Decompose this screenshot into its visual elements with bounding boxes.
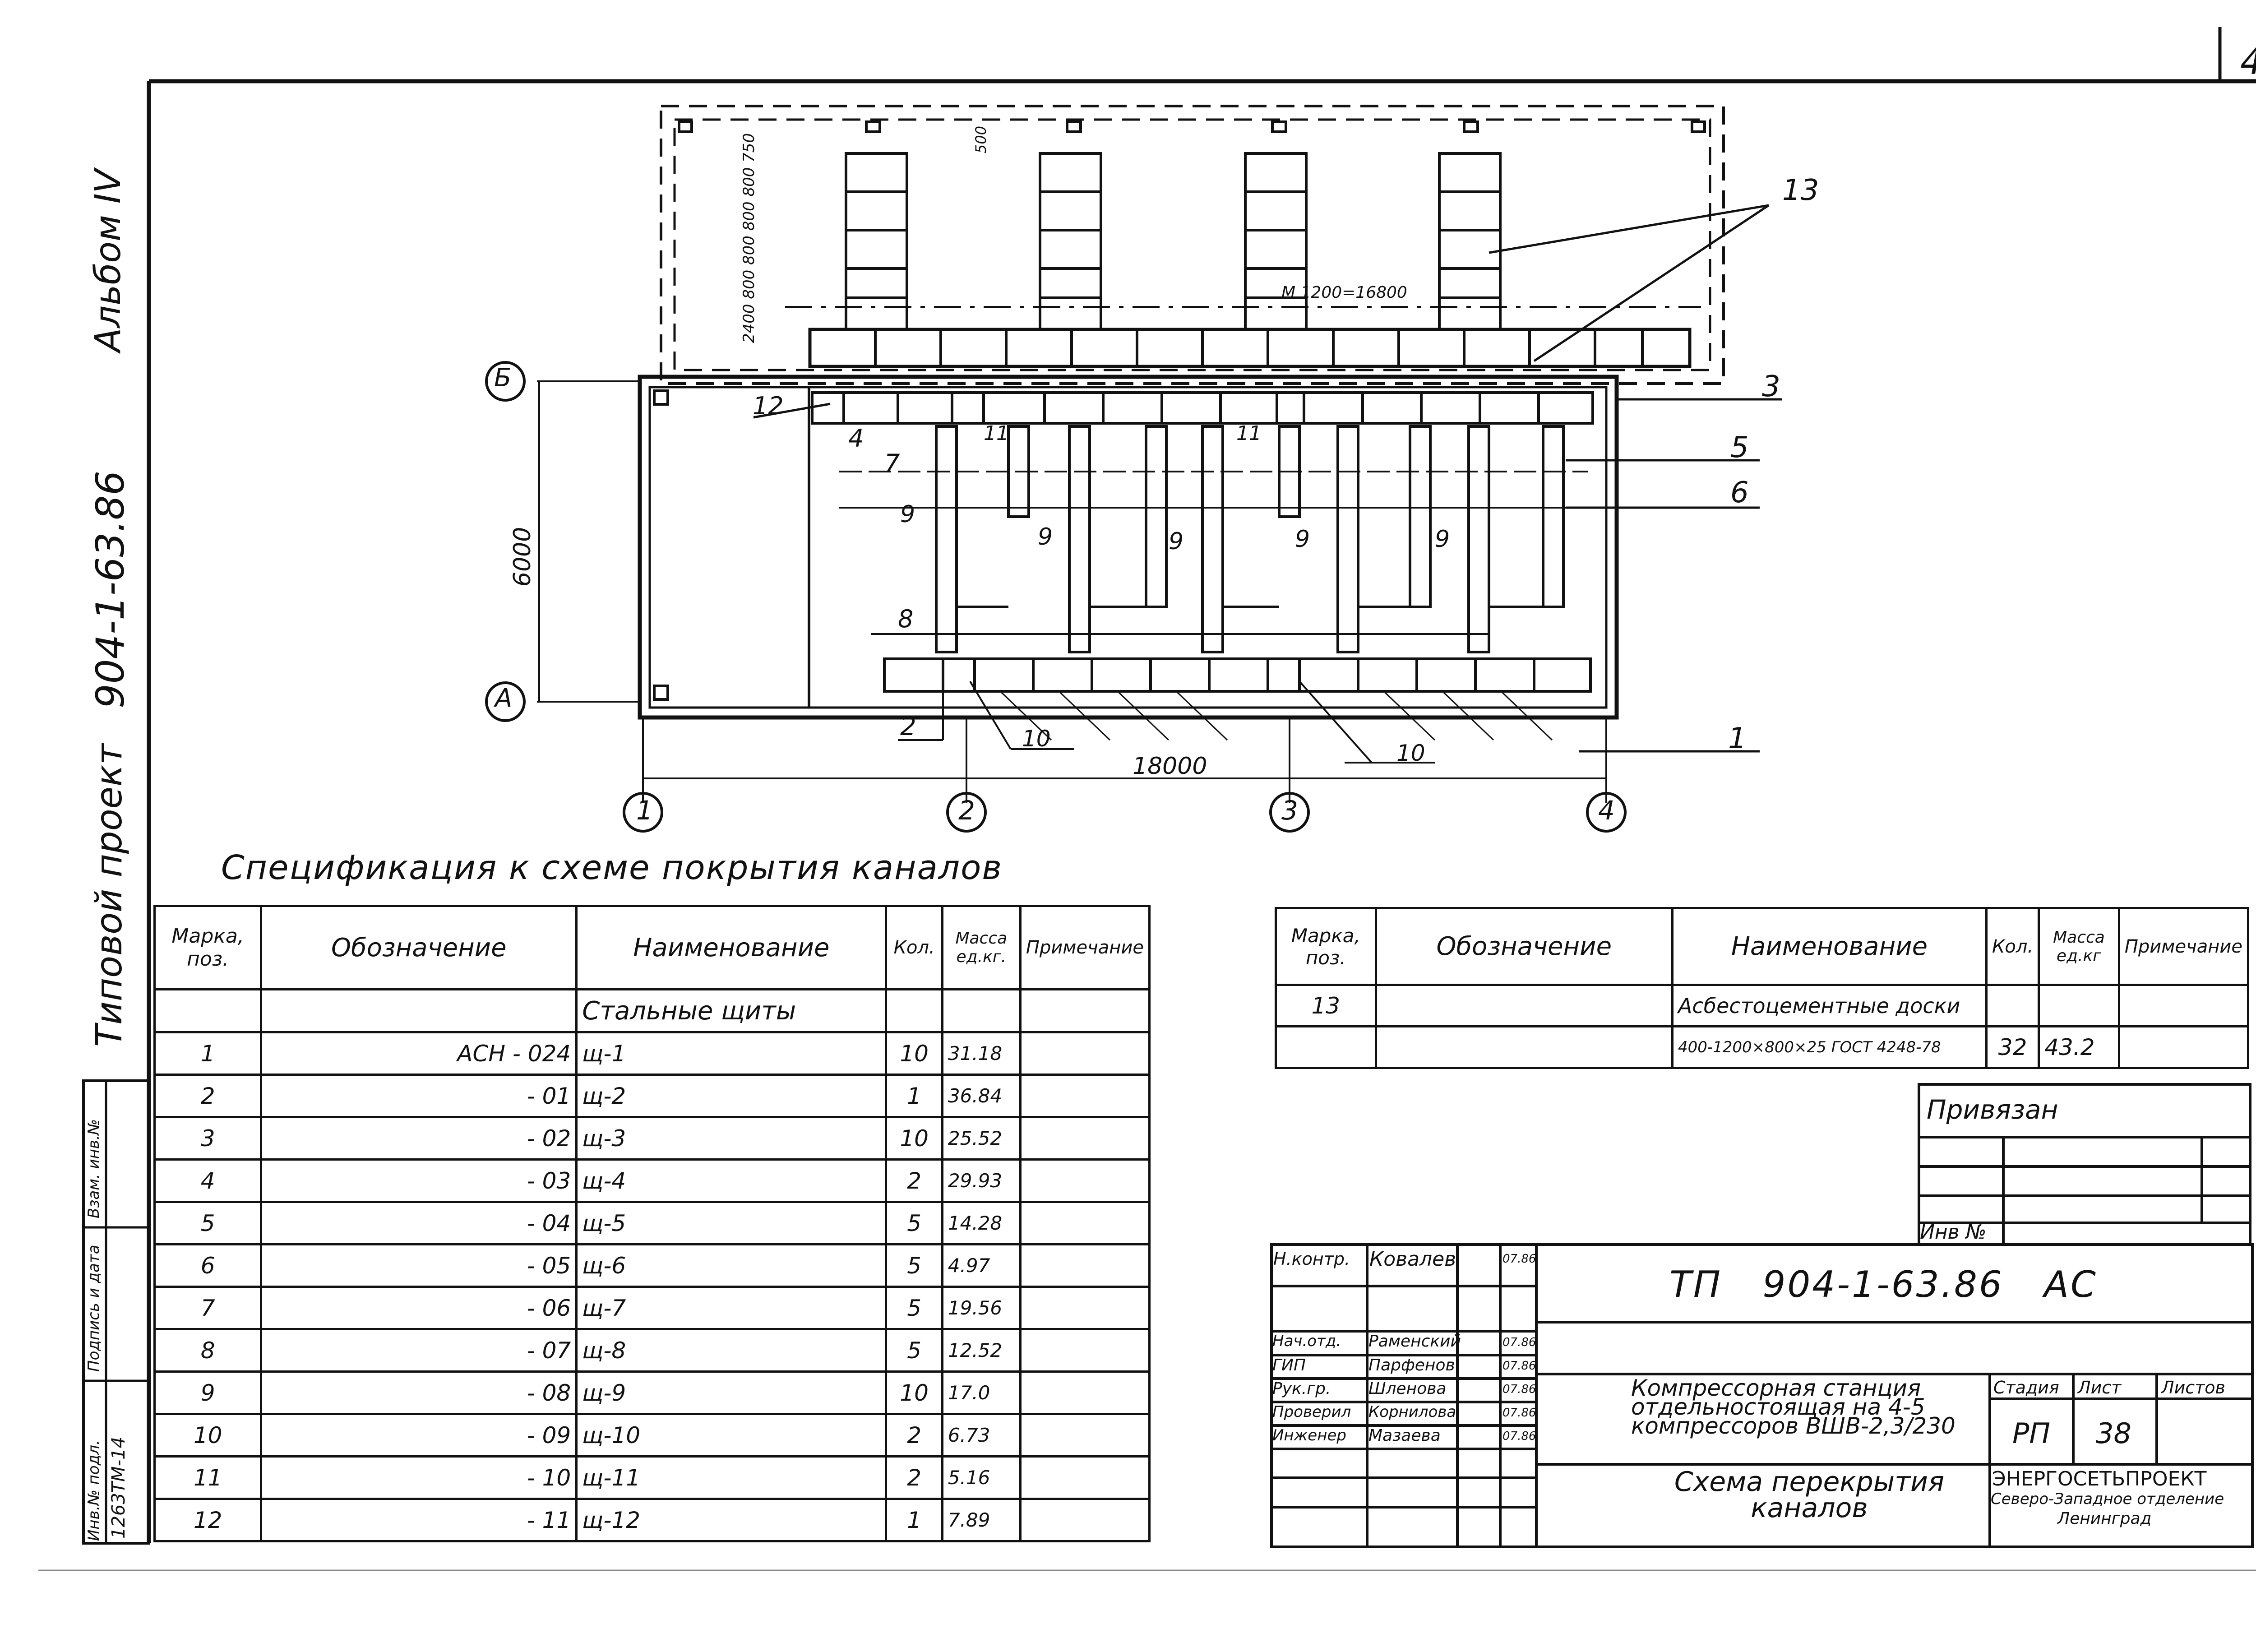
org-branch: Северо-Западное отделение xyxy=(1991,1490,2224,1508)
callout-9b: 9 xyxy=(1038,523,1053,551)
staff-role-4: Проверил xyxy=(1272,1403,1351,1421)
callout-7: 7 xyxy=(884,449,900,477)
staff-name-3: Шленова xyxy=(1368,1379,1447,1398)
spec-header-row: Марка, поз. Обозначение Наименование Кол… xyxy=(153,905,1151,990)
stage-label: Стадия xyxy=(1993,1378,2059,1397)
staff-role-5: Инженер xyxy=(1272,1426,1346,1444)
header-mark: Марка, поз. xyxy=(153,905,263,990)
callout-2: 2 xyxy=(900,712,916,741)
callout-9c: 9 xyxy=(1169,528,1184,555)
staff-role-1: Нач.отд. xyxy=(1272,1332,1341,1350)
staff-name-1: Раменский xyxy=(1368,1332,1461,1351)
spec-table: Марка, поз. Обозначение Наименование Кол… xyxy=(153,905,1151,1542)
axis-label-2: 2 xyxy=(958,795,975,826)
staff-role-2: ГИП xyxy=(1272,1356,1306,1374)
table-row: 13 Асбестоцементные доски xyxy=(1275,984,2250,1027)
callout-9d: 9 xyxy=(1295,526,1310,553)
header-qty: Кол. xyxy=(885,905,943,990)
spec-table-2: Марка, поз. Обозначение Наименование Кол… xyxy=(1275,907,2250,1069)
axis-label-b: Б xyxy=(494,363,512,393)
callout-10a: 10 xyxy=(1022,726,1051,752)
org-name: ЭНЕРГОСЕТЬПРОЕКТ xyxy=(1992,1467,2207,1490)
bound-inv-label: Инв № xyxy=(1920,1221,1987,1244)
page-number: 41 xyxy=(2240,41,2256,83)
staff-role-0: Н.контр. xyxy=(1273,1249,1350,1269)
callout-4: 4 xyxy=(848,424,864,453)
sheet-title: Схема перекрытия каналов xyxy=(1674,1466,1945,1524)
callout-9e: 9 xyxy=(1435,526,1450,553)
header-code: Обозначение xyxy=(260,905,578,990)
spec-title: Спецификация к схеме покрытия каналов xyxy=(221,848,1003,887)
axis-label-3: 3 xyxy=(1281,795,1298,826)
staff-date-5: 07.86 xyxy=(1502,1430,1536,1443)
callout-12: 12 xyxy=(753,392,784,420)
spec-section-row: Стальные щиты xyxy=(153,988,1151,1033)
axis-label-1: 1 xyxy=(636,795,653,826)
header-mass: Масса ед.кг. xyxy=(941,905,1022,990)
callout-6: 6 xyxy=(1730,476,1749,509)
margin-stamp-replace: Взам. инв.№ xyxy=(85,1119,103,1218)
staff-name-5: Мазаева xyxy=(1368,1426,1441,1445)
callout-9a: 9 xyxy=(900,501,915,528)
staff-name-2: Парфенов xyxy=(1368,1356,1455,1374)
staff-date-2: 07.86 xyxy=(1502,1359,1536,1373)
axis-label-a: А xyxy=(495,684,513,713)
callout-8: 8 xyxy=(898,605,914,633)
dim-width: 18000 xyxy=(1133,753,1207,780)
staff-role-3: Рук.гр. xyxy=(1272,1379,1331,1398)
staff-date-0: 07.86 xyxy=(1502,1252,1536,1266)
org-city: Ленинград xyxy=(2057,1509,2152,1528)
margin-inventory: 1263ТМ-14 xyxy=(108,1436,129,1539)
margin-album: Альбом IV xyxy=(88,169,129,352)
margin-stamp-inv: Инв.№ подл. xyxy=(85,1440,103,1541)
dim-top-small: 500 xyxy=(972,125,989,153)
title-block-frame xyxy=(1270,1243,2254,1548)
staff-date-1: 07.86 xyxy=(1502,1336,1536,1349)
callout-13: 13 xyxy=(1782,174,1819,207)
object-name: Компрессорная станция отдельностоящая на… xyxy=(1631,1375,1956,1439)
sheets-label: Листов xyxy=(2161,1378,2225,1397)
sheet-value: 38 xyxy=(2096,1417,2131,1450)
callout-11a: 11 xyxy=(984,422,1009,445)
doc-code: ТП 904-1-63.86 АС xyxy=(1669,1263,2098,1305)
margin-stamp-sign: Подпись и дата xyxy=(85,1245,103,1372)
bound-title: Привязан xyxy=(1927,1094,2058,1125)
staff-name-0: Ковалев xyxy=(1369,1248,1456,1271)
header-name: Наименование xyxy=(575,905,888,990)
staff-name-4: Корнилова xyxy=(1368,1403,1456,1421)
axis-label-4: 4 xyxy=(1598,795,1615,826)
margin-project-code: 904-1-63.86 xyxy=(88,470,133,708)
callout-1: 1 xyxy=(1728,722,1747,755)
staff-date-3: 07.86 xyxy=(1502,1383,1536,1396)
stage-value: РП xyxy=(2012,1417,2051,1450)
section-title: Стальные щиты xyxy=(575,988,888,1033)
callout-5: 5 xyxy=(1730,431,1749,464)
dim-top-total: M 1200=16800 xyxy=(1281,283,1407,302)
callout-10b: 10 xyxy=(1396,740,1425,766)
dim-left-stack: 2400 800 800 800 800 750 xyxy=(740,133,758,343)
callout-3: 3 xyxy=(1762,370,1780,403)
sheet-label: Лист xyxy=(2078,1378,2122,1397)
header-note: Примечание xyxy=(1019,905,1151,990)
staff-date-4: 07.86 xyxy=(1502,1406,1536,1420)
dim-height: 6000 xyxy=(509,527,536,587)
margin-type: Типовой проект xyxy=(88,744,130,1047)
callout-11b: 11 xyxy=(1236,422,1262,445)
spec2-header-row: Марка, поз. Обозначение Наименование Кол… xyxy=(1275,907,2250,986)
